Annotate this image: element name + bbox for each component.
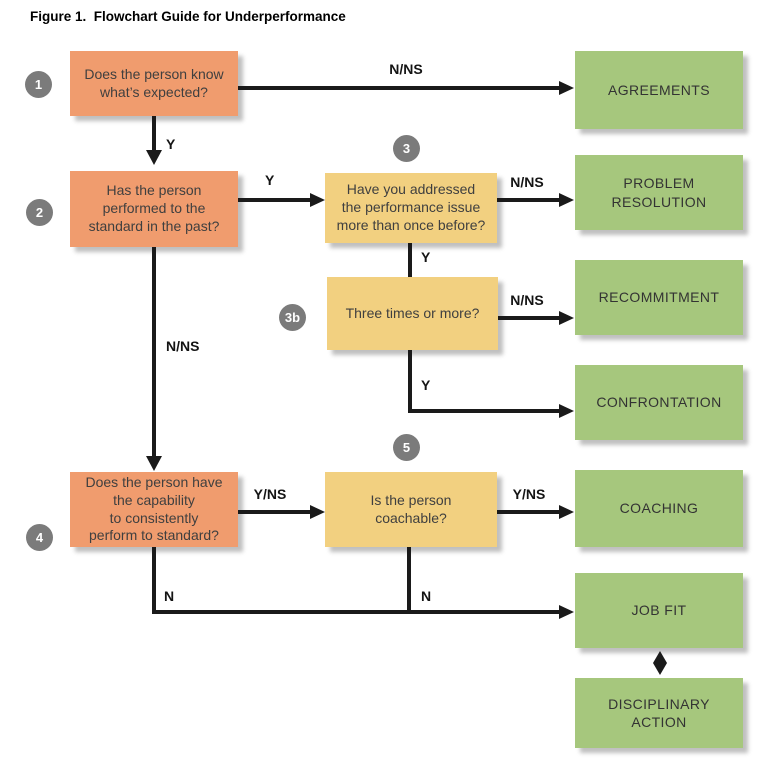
- edge-line-q3b-recommitment: [498, 316, 560, 320]
- edge-line-q4-down: [152, 547, 156, 614]
- edge-label-q3b-recommitment: N/NS: [510, 292, 544, 308]
- step-badge-1: 1: [25, 71, 52, 98]
- edge-label-q4-job-fit: N: [164, 588, 175, 604]
- step-badge-3: 3: [393, 135, 420, 162]
- edge-line-q4-q5: [238, 510, 311, 514]
- edge-label-q3-q3b: Y: [421, 249, 431, 265]
- edge-line-q1-agreements: [238, 86, 560, 90]
- edge-label-q5-coaching: Y/NS: [512, 486, 546, 502]
- decision-box-4: Does the person have the capability to c…: [70, 472, 238, 547]
- arrowhead-right-agreements: [559, 81, 574, 95]
- decision-box-1: Does the person know what’s expected?: [70, 51, 238, 116]
- outcome-box-disciplinary-action: DISCIPLINARY ACTION: [575, 678, 743, 748]
- decision-box-2: Has the person performed to the standard…: [70, 171, 238, 247]
- edge-line-q3b-confrontation: [408, 409, 560, 413]
- edge-line-q5-coaching: [497, 510, 560, 514]
- decision-box-3b: Three times or more?: [327, 277, 498, 350]
- step-badge-2: 2: [26, 199, 53, 226]
- edge-line-q2-q3: [238, 198, 311, 202]
- figure-title: Figure 1. Flowchart Guide for Underperfo…: [30, 9, 346, 24]
- arrowhead-right-job-fit: [559, 605, 574, 619]
- edge-label-q1-q2: Y: [166, 136, 176, 152]
- edge-line-q3b-down: [408, 350, 412, 413]
- edge-label-q2-q3: Y: [265, 172, 275, 188]
- edge-line-q3-q3b: [408, 243, 412, 277]
- edge-line-q5-down: [407, 547, 411, 614]
- arrowhead-down-disciplinary-action: [653, 663, 667, 675]
- step-badge-5: 5: [393, 434, 420, 461]
- arrowhead-right-confrontation: [559, 404, 574, 418]
- edge-line-q3-problem-resolution: [497, 198, 560, 202]
- edge-label-q1-agreements: N/NS: [389, 61, 423, 77]
- arrowhead-up-job-fit: [653, 651, 667, 663]
- edge-line-q1-q2: [152, 116, 156, 152]
- arrowhead-right-q3: [310, 193, 325, 207]
- outcome-box-agreements: AGREEMENTS: [575, 51, 743, 129]
- outcome-box-confrontation: CONFRONTATION: [575, 365, 743, 440]
- outcome-box-recommitment: RECOMMITMENT: [575, 260, 743, 335]
- arrowhead-right-recommitment: [559, 311, 574, 325]
- outcome-box-job-fit: JOB FIT: [575, 573, 743, 648]
- arrowhead-right-coaching: [559, 505, 574, 519]
- arrowhead-down-q4: [146, 456, 162, 471]
- step-badge-3b: 3b: [279, 304, 306, 331]
- edge-label-q4-q5: Y/NS: [253, 486, 287, 502]
- outcome-box-coaching: COACHING: [575, 470, 743, 547]
- decision-box-5: Is the person coachable?: [325, 472, 497, 547]
- outcome-box-problem-resolution: PROBLEM RESOLUTION: [575, 155, 743, 230]
- step-badge-4: 4: [26, 524, 53, 551]
- edge-label-q3-problem-resolution: N/NS: [510, 174, 544, 190]
- decision-box-3: Have you addressed the performance issue…: [325, 173, 497, 243]
- arrowhead-right-problem-resolution: [559, 193, 574, 207]
- edge-label-q5-job-fit: N: [421, 588, 432, 604]
- arrowhead-down-q2: [146, 150, 162, 165]
- edge-label-q3b-confrontation: Y: [421, 377, 431, 393]
- edge-line-q2-q4: [152, 247, 156, 457]
- edge-label-q2-q4: N/NS: [166, 338, 200, 354]
- arrowhead-right-q5: [310, 505, 325, 519]
- edge-line-n-join-job-fit: [152, 610, 560, 614]
